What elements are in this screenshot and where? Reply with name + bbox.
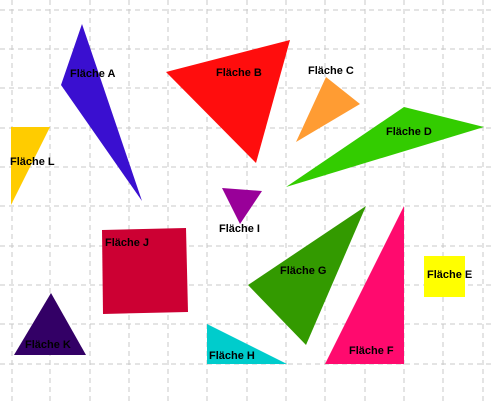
label-f: Fläche F bbox=[349, 345, 394, 357]
shape-i bbox=[222, 188, 262, 224]
shape-e bbox=[424, 256, 465, 297]
label-g: Fläche G bbox=[280, 265, 326, 277]
label-c: Fläche C bbox=[308, 65, 354, 77]
shape-c bbox=[296, 77, 360, 142]
label-i: Fläche I bbox=[219, 223, 260, 235]
shape-f bbox=[325, 206, 404, 364]
label-h: Fläche H bbox=[209, 350, 255, 362]
label-e: Fläche E bbox=[427, 269, 472, 281]
shape-l bbox=[11, 127, 50, 205]
label-l: Fläche L bbox=[10, 156, 55, 168]
shape-b bbox=[166, 40, 290, 163]
shape-g bbox=[248, 206, 366, 345]
label-a: Fläche A bbox=[70, 68, 115, 80]
label-d: Fläche D bbox=[386, 126, 432, 138]
shape-h bbox=[207, 324, 287, 364]
label-j: Fläche J bbox=[105, 237, 149, 249]
shape-d bbox=[286, 107, 484, 187]
label-b: Fläche B bbox=[216, 67, 262, 79]
label-k: Fläche K bbox=[25, 339, 71, 351]
shape-a bbox=[61, 24, 142, 201]
shape-j bbox=[102, 228, 188, 314]
shape-k bbox=[14, 293, 86, 355]
